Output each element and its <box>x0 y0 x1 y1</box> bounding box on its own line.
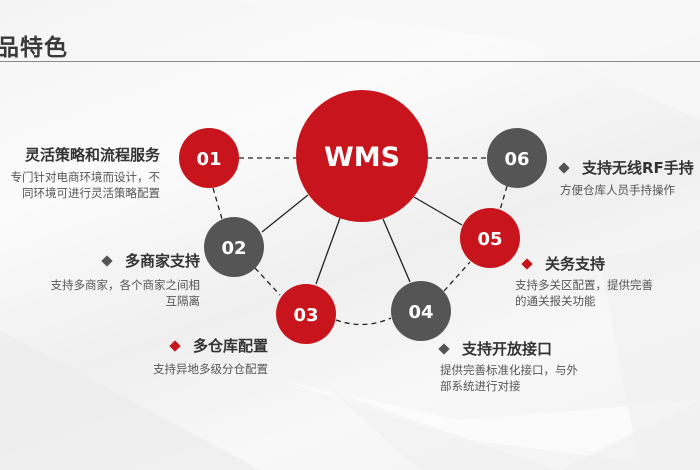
red-diamond-icon <box>169 339 181 352</box>
feature-01-title: 灵活策略和流程服务 <box>24 146 160 164</box>
node-02: 02 <box>204 217 264 277</box>
feature-06-heading: 支持无线RF手持 <box>558 157 700 178</box>
feature-02-title: 多商家支持 <box>124 252 200 270</box>
feature-04-desc: 提供完善标准化接口，与外 部系统进行对接 <box>440 363 578 393</box>
node-04: 04 <box>391 281 451 341</box>
node-01: 01 <box>179 128 239 188</box>
feature-02-desc: 支持多商家，各个商家之间相 互隔离 <box>50 278 201 308</box>
red-diamond-icon <box>521 257 533 270</box>
svg-text:04: 04 <box>408 302 433 323</box>
feature-06-title: 支持无线RF手持 <box>582 159 694 177</box>
svg-text:01: 01 <box>196 149 221 170</box>
node-05: 05 <box>460 208 520 268</box>
dashed-connectors <box>212 157 508 326</box>
feature-03-desc: 支持异地多级分仓配置 <box>153 362 268 376</box>
node-06: 06 <box>487 128 547 188</box>
gray-diamond-icon <box>438 342 450 355</box>
feature-04: 支持开放接口 提供完善标准化接口，与外 部系统进行对接 <box>438 338 620 394</box>
feature-04-heading: 支持开放接口 <box>438 338 620 359</box>
feature-01-desc: 专门针对电商环境而设计，不 同环境可进行灵活策略配置 <box>10 170 161 200</box>
feature-03: 多仓库配置 支持异地多级分仓配置 <box>108 335 268 377</box>
feature-03-heading: 多仓库配置 <box>108 335 268 356</box>
svg-text:06: 06 <box>504 149 529 170</box>
feature-05-desc: 支持多关区配置，提供完善 的通关报关功能 <box>515 278 653 308</box>
svg-text:WMS: WMS <box>324 142 400 173</box>
gray-diamond-icon <box>558 161 570 174</box>
gray-diamond-icon <box>101 254 113 267</box>
page-title: 品特色 <box>0 35 68 61</box>
feature-05: 关务支持 支持多关区配置，提供完善 的通关报关功能 <box>515 253 700 309</box>
wms-center-node: WMS <box>296 90 428 222</box>
feature-03-title: 多仓库配置 <box>192 337 268 355</box>
feature-05-heading: 关务支持 <box>521 253 700 274</box>
feature-02-heading: 多商家支持 <box>10 250 200 271</box>
svg-text:02: 02 <box>221 238 246 259</box>
svg-text:03: 03 <box>293 305 318 326</box>
feature-05-title: 关务支持 <box>545 255 606 273</box>
feature-04-title: 支持开放接口 <box>462 340 553 358</box>
title-divider <box>0 61 700 62</box>
svg-text:05: 05 <box>477 229 502 250</box>
feature-06: 支持无线RF手持 方便仓库人员手持操作 <box>558 157 700 198</box>
feature-01: 灵活策略和流程服务 专门针对电商环境而设计，不 同环境可进行灵活策略配置 <box>0 144 161 201</box>
node-03: 03 <box>276 284 336 344</box>
feature-06-desc: 方便仓库人员手持操作 <box>560 183 675 197</box>
solid-connectors <box>261 194 463 285</box>
feature-02: 多商家支持 支持多商家，各个商家之间相 互隔离 <box>10 250 201 309</box>
